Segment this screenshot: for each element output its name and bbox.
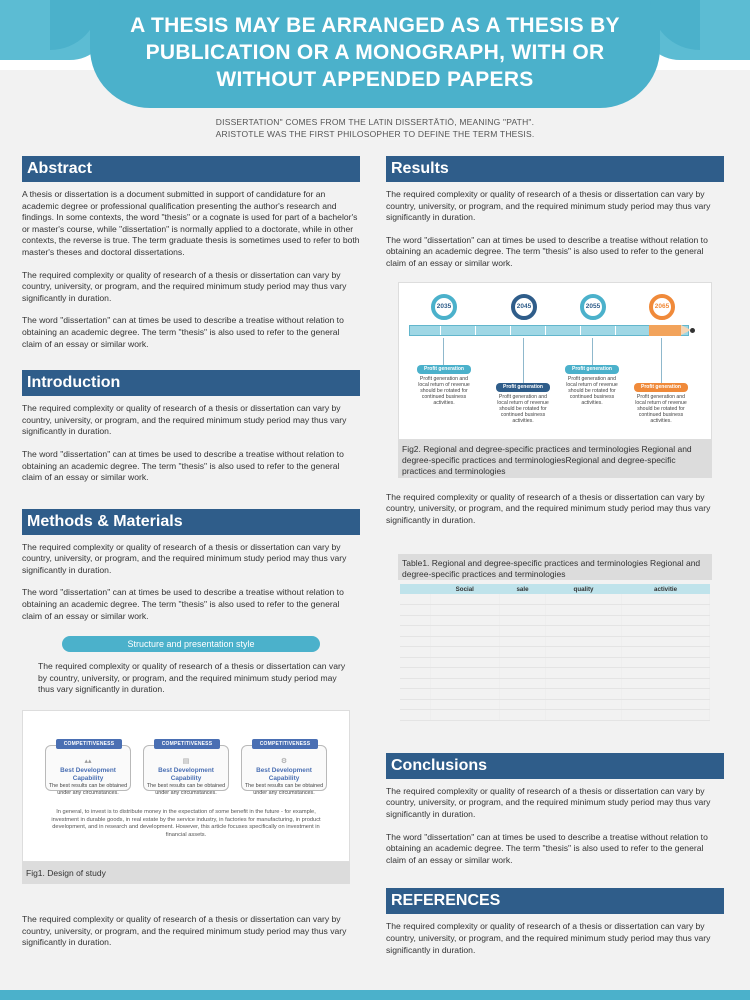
table-header-cell (400, 584, 430, 595)
table-row (400, 699, 710, 711)
timeline: 2035 2045 2055 2065 Profit generation Pr… (399, 283, 711, 441)
poster-subtitle: DISSERTATION" COMES FROM THE LATIN DISSE… (0, 116, 750, 140)
results-section: Results The required complexity or quali… (386, 156, 724, 721)
right-column: Results The required complexity or quali… (386, 156, 724, 956)
fig1-card-tab: COMPETITIVENESS (252, 739, 318, 750)
timeline-tag: Profit generation (417, 364, 471, 374)
methods-paragraph-1: The required complexity or quality of re… (22, 541, 347, 575)
year-marker: 2035 (431, 293, 457, 320)
fig1-card-tab: COMPETITIVENESS (154, 739, 220, 750)
timeline-desc: Profit generation and local return of re… (497, 393, 549, 425)
fig1-card: COMPETITIVENESS ▤ Best Development Capab… (143, 739, 229, 796)
timeline-desc: Profit generation and local return of re… (566, 375, 618, 407)
references-paragraph-1: The required complexity or quality of re… (386, 921, 711, 955)
timeline-orange-segment (649, 324, 681, 336)
methods-paragraph-2: The word "dissertation" can at times be … (22, 587, 344, 621)
fig1-cards: COMPETITIVENESS ▴▴ Best Development Capa… (23, 739, 349, 796)
table-row (400, 646, 710, 658)
abstract-paragraph-1: A thesis or dissertation is a document s… (22, 189, 360, 257)
conclusions-paragraph-1: The required complexity or quality of re… (386, 785, 711, 820)
methods-heading: Methods & Materials (22, 508, 360, 535)
year-marker: 2065 (649, 293, 675, 320)
table-row (400, 678, 710, 690)
methods-paragraph-3: The required complexity or quality of re… (38, 661, 346, 695)
figure-1-caption: Fig1. Design of study (22, 862, 350, 885)
figure-1: COMPETITIVENESS ▴▴ Best Development Capa… (22, 710, 350, 863)
introduction-paragraph-2: The word "dissertation" can at times be … (22, 448, 344, 483)
subtitle-line-2: ARISTOTLE WAS THE FIRST PHILOSOPHER TO D… (215, 129, 535, 139)
abstract-paragraph-3: The word "dissertation" can at times be … (22, 315, 344, 349)
table-header-cell: activitie (621, 584, 710, 595)
table-header-cell: Social (430, 584, 500, 595)
results-paragraph-1: The required complexity or quality of re… (386, 189, 711, 223)
structure-pill: Structure and presentation style (62, 636, 320, 653)
results-table: Social sale quality activitie (400, 584, 710, 721)
results-paragraph-2: The word "dissertation" can at times be … (386, 234, 708, 268)
timeline-connector (443, 337, 444, 366)
fig1-card-tab: COMPETITIVENESS (56, 739, 122, 750)
document-icon: ▤ (182, 758, 190, 766)
timeline-pencil-tip (681, 324, 691, 335)
left-column: Abstract A thesis or dissertation is a d… (22, 156, 360, 949)
gear-icon: ⚙ (280, 758, 288, 766)
references-section: REFERENCES The required complexity or qu… (386, 888, 724, 956)
table-row (400, 667, 710, 679)
results-paragraph-3: The required complexity or quality of re… (386, 491, 711, 525)
poster-title: A THESIS MAY BE ARRANGED AS A THESIS BY … (130, 13, 620, 91)
fig1-card-desc: The best results can be obtained under a… (48, 783, 128, 796)
table-row (400, 709, 710, 721)
timeline-connector (661, 337, 662, 384)
timeline-tag: Profit generation (496, 382, 550, 392)
table-row (400, 594, 710, 606)
fig1-body-text: In general, to invest is to distribute m… (51, 809, 321, 838)
timeline-tag: Profit generation (565, 364, 619, 374)
methods-section: Methods & Materials The required complex… (22, 508, 360, 949)
table-1: Table1. Regional and degree-specific pra… (398, 554, 712, 721)
timeline-connector (592, 337, 593, 366)
timeline-end-dot (690, 327, 695, 333)
table-row (400, 636, 710, 648)
figure-2: 2035 2045 2055 2065 Profit generation Pr… (398, 281, 712, 441)
introduction-heading: Introduction (22, 370, 360, 397)
timeline-desc: Profit generation and local return of re… (635, 393, 687, 425)
fig1-card-desc: The best results can be obtained under a… (146, 783, 226, 796)
table-row (400, 625, 710, 637)
timeline-tag: Profit generation (634, 382, 688, 392)
abstract-section: Abstract A thesis or dissertation is a d… (22, 156, 360, 350)
year-marker: 2055 (580, 293, 606, 320)
table-row (400, 657, 710, 669)
references-heading: REFERENCES (386, 888, 724, 915)
conclusions-section: Conclusions The required complexity or q… (386, 752, 724, 867)
year-marker: 2045 (511, 293, 537, 320)
abstract-paragraph-2: The required complexity or quality of re… (22, 269, 347, 303)
timeline-desc: Profit generation and local return of re… (418, 375, 470, 407)
introduction-paragraph-1: The required complexity or quality of re… (22, 403, 347, 437)
table-row (400, 688, 710, 700)
table-header-cell: sale (499, 584, 546, 595)
timeline-connector (523, 337, 524, 384)
table-1-caption: Table1. Regional and degree-specific pra… (398, 554, 712, 581)
bottom-bar (0, 990, 750, 1000)
fig1-card: COMPETITIVENESS ⚙ Best Development Capab… (241, 739, 327, 796)
fig1-card-title: Best Development Capability (60, 767, 116, 783)
title-banner: A THESIS MAY BE ARRANGED AS A THESIS BY … (50, 0, 700, 108)
table-header-row: Social sale quality activitie (400, 584, 710, 595)
subtitle-line-1: DISSERTATION" COMES FROM THE LATIN DISSE… (215, 117, 535, 127)
fig1-card-title: Best Development Capability (158, 767, 214, 783)
methods-paragraph-4: The required complexity or quality of re… (22, 914, 347, 948)
chart-icon: ▴▴ (84, 758, 92, 766)
fig1-card: COMPETITIVENESS ▴▴ Best Development Capa… (45, 739, 131, 796)
table-row (400, 615, 710, 627)
table-header-cell: quality (545, 584, 622, 595)
conclusions-paragraph-2: The word "dissertation" can at times be … (386, 831, 708, 865)
introduction-section: Introduction The required complexity or … (22, 370, 360, 484)
fig1-card-desc: The best results can be obtained under a… (244, 783, 324, 796)
abstract-heading: Abstract (22, 156, 360, 182)
fig1-card-title: Best Development Capability (256, 767, 312, 783)
table-row (400, 604, 710, 616)
timeline-bar (409, 324, 689, 336)
figure-2-caption: Fig2. Regional and degree-specific pract… (398, 439, 712, 478)
results-heading: Results (386, 156, 724, 182)
conclusions-heading: Conclusions (386, 752, 724, 779)
